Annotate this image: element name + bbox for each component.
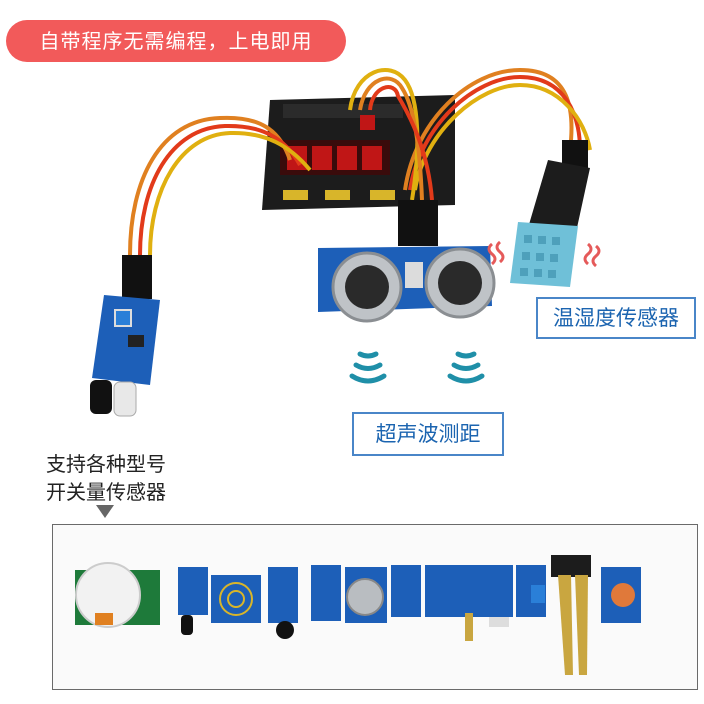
switch-sensors-caption-line1: 支持各种型号 [46,452,166,476]
down-arrow-icon [96,505,114,518]
sensor-details [181,555,635,675]
jumper-wires [128,67,592,256]
feature-badge: 自带程序无需编程，上电即用 [6,20,346,62]
switch-sensors-caption-line2: 开关量传感器 [46,480,166,504]
ultrasonic-wave-icons [349,351,485,384]
temperature-humidity-sensor-label: 温湿度传感器 [536,297,696,339]
ir-obstacle-sensor [90,255,160,417]
pir-sensor [75,562,160,628]
sensor-lineup-frame [52,524,698,690]
dht11-module [510,140,590,287]
sensor-lineup-photo [75,555,641,675]
ultrasonic-ranging-label: 超声波测距 [352,412,504,456]
heat-wave-icons [487,240,601,268]
ultrasonic-module [318,200,496,323]
